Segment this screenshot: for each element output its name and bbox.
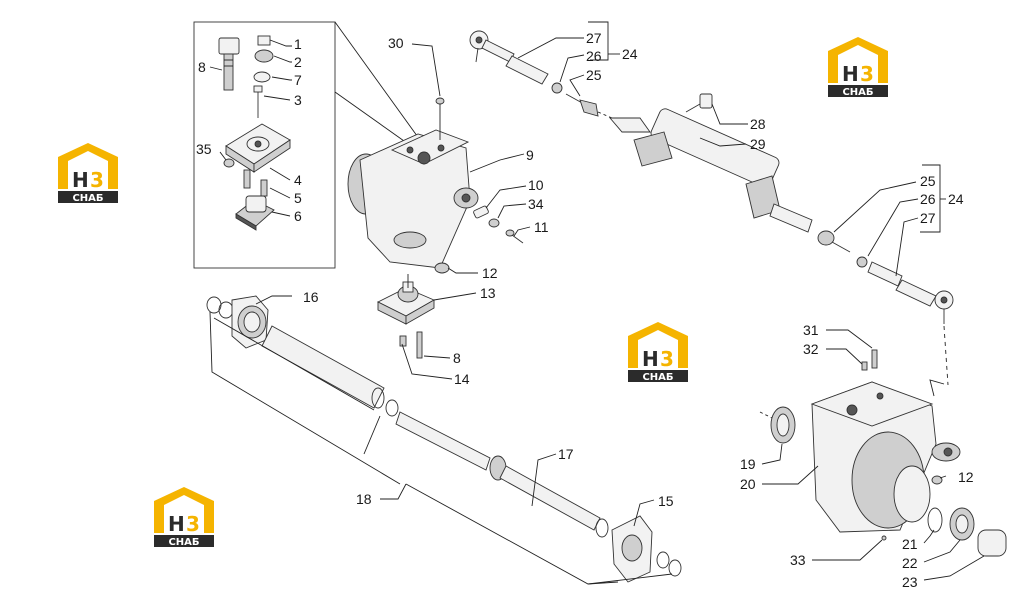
right-knuckle-part (810, 381, 961, 533)
screws-part (243, 169, 268, 197)
svg-text:H: H (168, 512, 185, 536)
bolt-part (218, 37, 240, 91)
callout-4: 4 (294, 172, 302, 188)
bolt-11-part (505, 229, 524, 244)
callout-22: 22 (902, 555, 918, 571)
callout-11: 11 (534, 219, 549, 235)
callout-25-upper: 25 (586, 67, 602, 83)
callout-21: 21 (902, 536, 918, 552)
callout-32: 32 (803, 341, 819, 357)
svg-text:СНАБ: СНАБ (642, 372, 673, 383)
callout-30: 30 (388, 35, 404, 51)
upper-tie-rod-part (469, 30, 599, 117)
callout-31: 31 (803, 322, 819, 338)
callout-20: 20 (740, 476, 756, 492)
callout-labels: 1 2 7 8 3 35 4 5 6 30 27 26 24 25 28 29 … (196, 30, 974, 590)
callout-14: 14 (454, 371, 470, 387)
callout-19: 19 (740, 456, 756, 472)
svg-text:3: 3 (186, 512, 200, 536)
watermark-logo: H 3 СНАБ (154, 487, 214, 548)
svg-text:СНАБ: СНАБ (842, 87, 873, 98)
callout-12-right: 12 (958, 469, 974, 485)
callout-33: 33 (790, 552, 806, 568)
callout-27-lower: 27 (920, 210, 936, 226)
callout-15: 15 (658, 493, 674, 509)
callout-12-left: 12 (482, 265, 498, 281)
callout-26-upper: 26 (586, 48, 602, 64)
leader-lines (209, 21, 985, 585)
callout-17: 17 (558, 446, 574, 462)
bearing-part (235, 195, 275, 231)
svg-text:3: 3 (860, 62, 874, 86)
bolt-28-part (685, 93, 713, 113)
callout-26-lower: 26 (920, 191, 936, 207)
small-screw-part (223, 158, 235, 168)
callout-13: 13 (480, 285, 496, 301)
callout-29: 29 (750, 136, 766, 152)
svg-text:СНАБ: СНАБ (168, 537, 199, 548)
callout-34: 34 (528, 196, 544, 212)
callout-25-lower: 25 (920, 173, 936, 189)
lower-cap-part (376, 281, 436, 325)
cap-plate-part (225, 123, 291, 173)
callout-1: 1 (294, 36, 302, 52)
axle-part (206, 295, 682, 583)
callout-2: 2 (294, 54, 302, 70)
callout-23: 23 (902, 574, 918, 590)
pin-part (253, 85, 263, 118)
callout-6: 6 (294, 208, 302, 224)
callout-16: 16 (303, 289, 319, 305)
svg-text:СНАБ: СНАБ (72, 193, 103, 204)
callout-24-lower: 24 (948, 191, 964, 207)
svg-text:H: H (72, 168, 89, 192)
svg-text:3: 3 (660, 347, 674, 371)
svg-text:H: H (842, 62, 859, 86)
watermark-logo: H 3 СНАБ (58, 143, 118, 204)
callout-8: 8 (198, 59, 206, 75)
callout-9: 9 (526, 147, 534, 163)
callout-8-lower: 8 (453, 350, 461, 366)
svg-text:H: H (642, 347, 659, 371)
callout-10: 10 (528, 177, 544, 193)
callout-7: 7 (294, 72, 302, 88)
lower-tie-rod-part (817, 230, 954, 324)
callout-28: 28 (750, 116, 766, 132)
steering-cylinder-part (609, 108, 813, 233)
callout-35: 35 (196, 141, 212, 157)
callout-27-upper: 27 (586, 30, 602, 46)
watermark-logo: H 3 СНАБ (628, 322, 688, 383)
callout-18: 18 (356, 491, 372, 507)
callout-3: 3 (294, 92, 302, 108)
watermark-logo: H 3 СНАБ (828, 37, 888, 98)
inset-frame (193, 21, 336, 269)
knuckle-part (347, 129, 479, 274)
svg-text:3: 3 (90, 168, 104, 192)
callout-24-upper: 24 (622, 46, 638, 62)
callout-5: 5 (294, 190, 302, 206)
grease-fitting-part (253, 35, 274, 83)
